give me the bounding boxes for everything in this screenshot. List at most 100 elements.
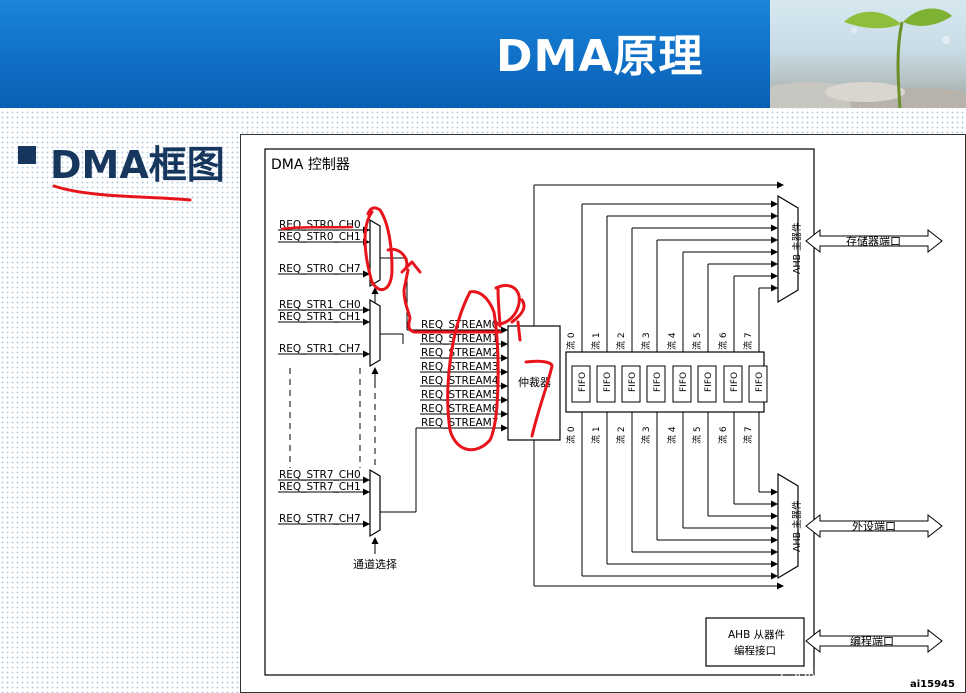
arbiter-top-arrow	[777, 181, 784, 189]
ahb-slave-box	[705, 617, 805, 667]
section-bullet	[18, 146, 36, 164]
stream-request-label: REQ_STREAM6	[421, 403, 499, 415]
mux-select-arrow	[371, 367, 379, 374]
stream-request-label: REQ_STREAM2	[421, 347, 498, 359]
channel-mux	[369, 468, 381, 538]
ahb-master-label-bottom: AHB 主器件	[791, 500, 803, 552]
stream-up-arrow	[771, 236, 778, 244]
stream-label-bottom: 流 5	[691, 426, 703, 444]
stream-label-bottom: 流 2	[615, 426, 627, 444]
stream-label-top: 流 5	[691, 332, 703, 350]
stream-label-top: 流 4	[666, 332, 678, 350]
fifo-label: FIFO	[679, 372, 689, 392]
dma-controller-box	[264, 148, 815, 676]
stream-down-arrow	[771, 536, 778, 544]
request-arrow	[363, 306, 370, 314]
stream-up-arrow	[771, 212, 778, 220]
fifo-cell	[596, 365, 616, 403]
request-input-label: REQ_STR0_CH0	[279, 219, 361, 231]
stream-request-label: REQ_STREAM4	[421, 375, 499, 387]
request-input-label: REQ_STR7_CH0	[279, 469, 361, 481]
memory-port-label: 存储器端口	[846, 234, 901, 248]
peripheral-port-arrow	[805, 513, 943, 539]
arbiter-bottom-arrow	[777, 582, 784, 590]
stream-label-bottom: 流 6	[717, 426, 729, 444]
fifo-cell	[748, 365, 768, 403]
stream-label-bottom: 流 1	[590, 426, 602, 444]
stream-request-arrow	[501, 410, 508, 418]
fifo-cell	[571, 365, 591, 403]
ahb-master-mux-top	[777, 194, 799, 304]
fifo-label: FIFO	[755, 372, 765, 392]
fifo-cell	[621, 365, 641, 403]
fifo-label: FIFO	[653, 372, 663, 392]
stream-up-arrow	[771, 224, 778, 232]
request-arrow	[363, 318, 370, 326]
fifo-label: FIFO	[578, 372, 588, 392]
stream-up-arrow	[771, 248, 778, 256]
ahb-slave-label: 编程接口	[734, 644, 776, 657]
channel-select-label: 通道选择	[353, 557, 397, 571]
channel-mux	[369, 218, 381, 288]
programming-port-label: 编程端口	[850, 634, 894, 648]
stream-down-arrow	[771, 572, 778, 580]
stream-label-top: 流 7	[742, 332, 754, 350]
ahb-slave-label: AHB 从器件	[728, 629, 785, 641]
peripheral-port-label: 外设端口	[852, 520, 896, 533]
stream-down-arrow	[771, 524, 778, 532]
stream-down-arrow	[771, 560, 778, 568]
stream-request-arrow	[501, 340, 508, 348]
stream-request-label: REQ_STREAM3	[421, 361, 498, 373]
request-input-label: REQ_STR1_CH7	[279, 343, 361, 355]
stream-down-arrow	[771, 500, 778, 508]
slide-header: DMA原理	[0, 0, 966, 108]
header-sprout-image	[770, 0, 966, 108]
fifo-label: FIFO	[603, 372, 613, 392]
diagram-frame	[240, 134, 966, 693]
stream-label-top: 流 6	[717, 332, 729, 350]
stream-up-arrow	[771, 284, 778, 292]
fifo-cell	[697, 365, 717, 403]
stream-request-arrow	[501, 354, 508, 362]
request-arrow	[363, 488, 370, 496]
request-arrow	[363, 350, 370, 358]
stream-request-arrow	[501, 424, 508, 432]
controller-label: DMA 控制器	[271, 157, 350, 173]
stream-request-arrow	[501, 396, 508, 404]
stream-request-label: REQ_STREAM7	[421, 417, 498, 429]
stream-down-arrow	[771, 512, 778, 520]
ahb-master-mux-bottom	[777, 472, 799, 580]
stream-down-arrow	[771, 548, 778, 556]
stream-request-arrow	[501, 368, 508, 376]
request-input-label: REQ_STR7_CH1	[279, 481, 361, 493]
stream-label-top: 流 0	[565, 332, 577, 350]
stream-request-arrow	[501, 382, 508, 390]
request-input-label: REQ_STR1_CH1	[279, 311, 361, 323]
stream-request-arrow	[501, 326, 508, 334]
stream-up-arrow	[771, 272, 778, 280]
mux-select-arrow	[371, 537, 379, 544]
stream-request-label: REQ_STREAM0	[421, 319, 498, 331]
fifo-cell	[723, 365, 743, 403]
stream-label-bottom: 流 7	[742, 426, 754, 444]
stream-label-top: 流 2	[615, 332, 627, 350]
arbiter-label: 仲裁器	[518, 375, 551, 389]
request-input-label: REQ_STR7_CH7	[279, 513, 361, 525]
stream-label-bottom: 流 3	[640, 426, 652, 444]
section-title: DMA框图	[50, 143, 225, 187]
fifo-cell	[672, 365, 692, 403]
programming-port-arrow	[805, 628, 943, 654]
stream-label-bottom: 流 4	[666, 426, 678, 444]
stream-request-label: REQ_STREAM1	[421, 333, 498, 345]
channel-mux	[369, 298, 381, 368]
stream-down-arrow	[771, 488, 778, 496]
stream-request-label: REQ_STREAM5	[421, 389, 498, 401]
stream-label-bottom: 流 0	[565, 426, 577, 444]
request-input-label: REQ_STR0_CH1	[279, 231, 361, 243]
request-input-label: REQ_STR0_CH7	[279, 263, 361, 275]
stream-label-top: 流 3	[640, 332, 652, 350]
request-arrow	[363, 476, 370, 484]
fifo-label: FIFO	[704, 372, 714, 392]
fifo-label: FIFO	[628, 372, 638, 392]
fifo-cell	[646, 365, 666, 403]
